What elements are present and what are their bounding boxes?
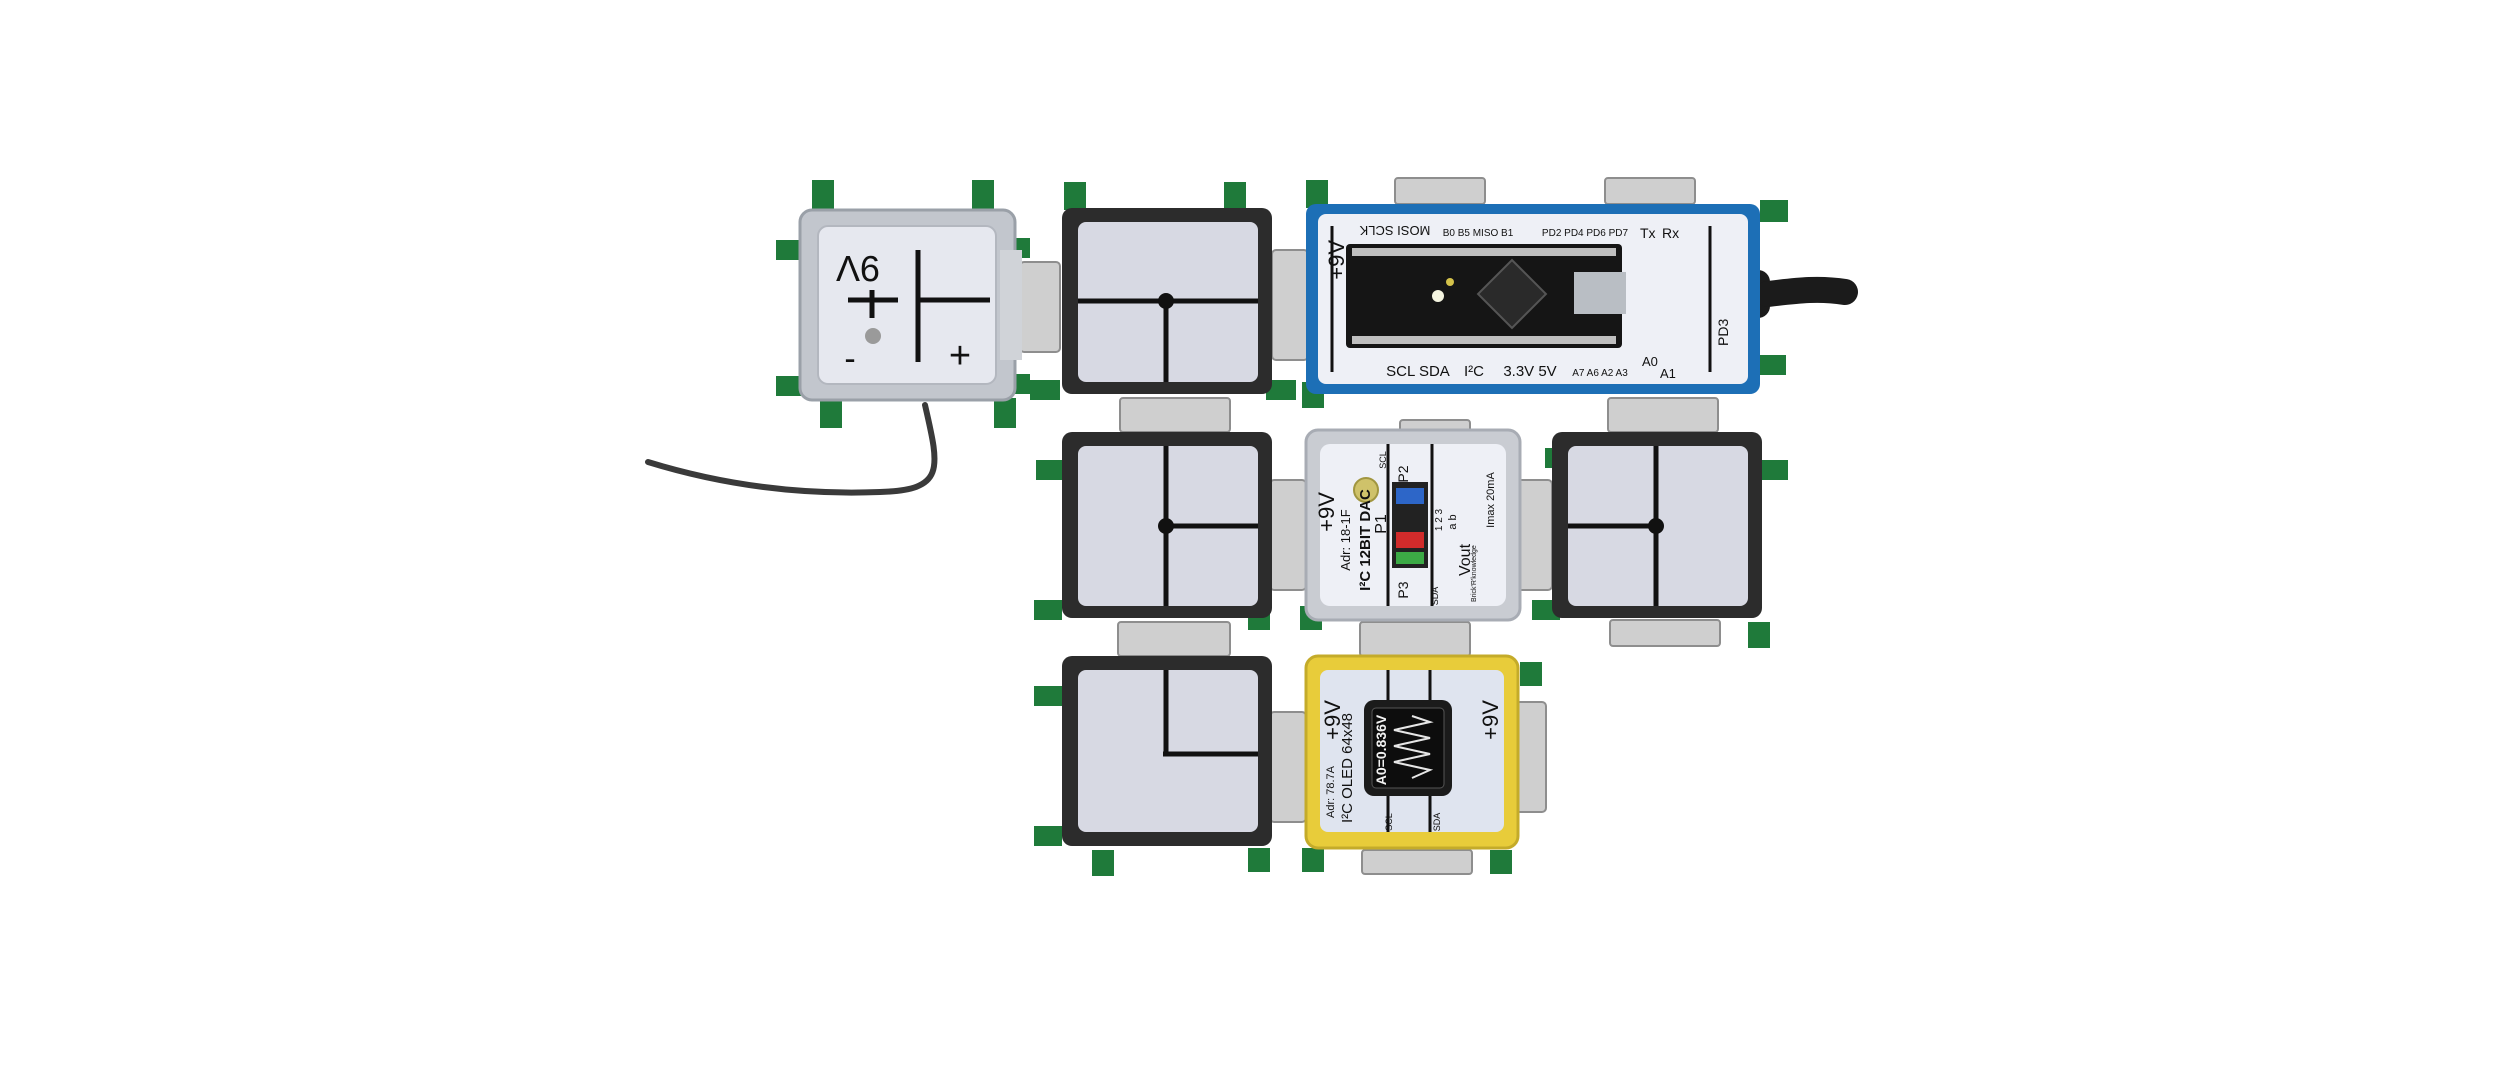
dac-brand-label: Brick'R'knowledge <box>1471 545 1478 602</box>
dac-address-label: Adr: 18-1F <box>1338 509 1353 570</box>
arduino-nano-brick: +9V MOSI SCLK B0 B5 MISO B1 PD2 PD4 PD6 … <box>1306 204 1760 394</box>
arduino-i2c-label: I²C <box>1464 363 1484 380</box>
wire-brick-t-junction-middle-right <box>1552 432 1762 618</box>
arduino-d-pins-label: PD2 PD4 PD6 PD7 <box>1542 228 1629 239</box>
arduino-supply-label: 3.3V 5V <box>1503 363 1556 380</box>
battery-voltage-label: 9V <box>836 248 880 289</box>
arduino-power-label: +9V <box>1324 240 1349 280</box>
arduino-b-pins-label: B0 B5 MISO B1 <box>1443 228 1514 239</box>
arduino-bus-label: SCL SDA <box>1386 363 1450 380</box>
oled-address-label: Adr: 78.7A <box>1325 765 1337 818</box>
arduino-a1-label: A1 <box>1660 366 1676 381</box>
led-indicator <box>865 328 881 344</box>
dac-imax-label: Imax 20mA <box>1485 472 1497 528</box>
oled-power-right-label: +9V <box>1478 700 1503 740</box>
oled-brick: A0=0.836V +9V +9V Adr: 78.7A I²C OLED 64… <box>1304 654 1520 850</box>
oled-screen-value: A0=0.836V <box>1373 714 1389 785</box>
oled-scl-label: SCL <box>1384 813 1394 831</box>
dac-scl-label: SCL <box>1378 451 1388 469</box>
battery-minus-label: - <box>844 340 855 378</box>
wire-brick-corner-bottom <box>1062 656 1272 846</box>
dac-brick: +9V Adr: 18-1F I²C 12BIT DAC P1 P2 P3 1 … <box>1304 428 1522 622</box>
dac-p3-label: P3 <box>1395 581 1411 598</box>
arduino-rx-label: Rx <box>1662 225 1679 241</box>
arduino-tx-label: Tx <box>1640 225 1656 241</box>
arduino-a0-label: A0 <box>1642 354 1658 369</box>
battery-cable <box>645 402 938 496</box>
battery-plus-label: + <box>949 335 971 377</box>
oled-name-label: I²C OLED 64x48 <box>1339 713 1356 823</box>
dac-p2-label: P2 <box>1395 465 1411 482</box>
dac-sda-label: SDA <box>1430 587 1440 606</box>
arduino-side-pin-label: PD3 <box>1715 319 1731 346</box>
battery-brick: 9V - + <box>798 208 1022 402</box>
oled-sda-label: SDA <box>1432 813 1442 832</box>
dac-vout-label: Vout <box>1457 543 1474 576</box>
oled-power-left-label: +9V <box>1320 700 1345 740</box>
arduino-top-pins-label: MOSI SCLK <box>1359 223 1430 238</box>
potentiometer <box>1353 477 1379 503</box>
dac-pin-numbers-label: 1 2 3 <box>1434 508 1445 531</box>
dac-name-label: I²C 12BIT DAC <box>1357 489 1374 591</box>
wire-brick-t-junction-middle-left <box>1062 432 1272 618</box>
dac-power-label: +9V <box>1314 492 1339 532</box>
wire-brick-t-junction-top <box>1062 208 1272 394</box>
dac-ab-label: a b <box>1447 514 1459 529</box>
dac-p1-label: P1 <box>1373 514 1390 534</box>
arduino-analog-label: A7 A6 A2 A3 <box>1572 368 1628 379</box>
